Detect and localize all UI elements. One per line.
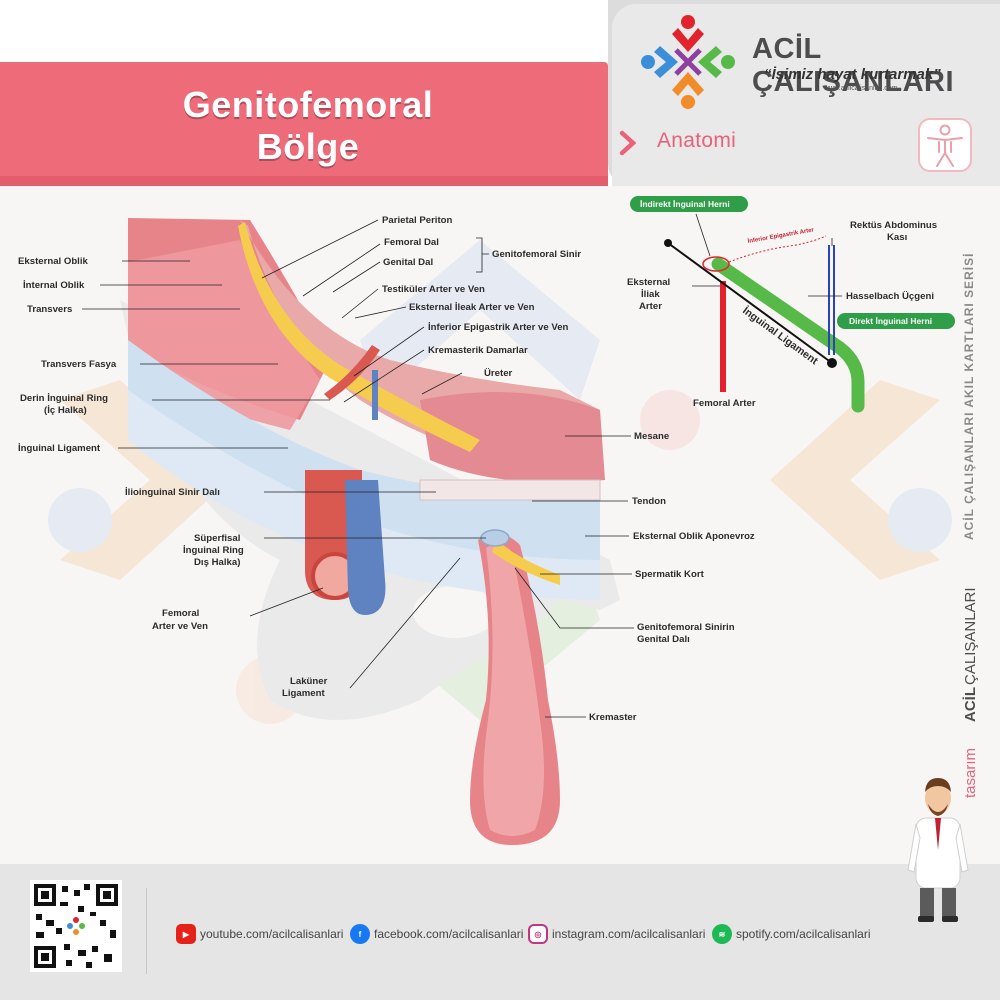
label-genitofemoral-genital-1: Genitofemoral Sinirin <box>637 622 735 633</box>
facebook-text: facebook.com/acilcalisanlari <box>374 927 524 941</box>
label-testikuler: Testiküler Arter ve Ven <box>382 284 485 295</box>
brand-url[interactable]: www.acilcalisanlari.com <box>824 85 898 92</box>
leader-lakuner <box>349 557 461 689</box>
inset-indirect-ring <box>702 256 730 272</box>
leader-femoral-dal <box>302 243 381 297</box>
facebook-icon: f <box>350 924 370 944</box>
inset-femoral-arter: Femoral Arter <box>693 398 756 409</box>
label-inferior-epigastrik: İnferior Epigastrik Arter ve Ven <box>428 322 569 333</box>
label-genital-dal: Genital Dal <box>383 257 433 268</box>
inset-leader-indirekt <box>695 213 711 257</box>
leader-testikuler <box>341 288 379 319</box>
label-femoral-2: Arter ve Ven <box>152 621 208 632</box>
leader-eksternal-ileak <box>354 306 407 319</box>
label-kremasterik: Kremasterik Damarlar <box>428 345 528 356</box>
inset-indirekt-badge <box>630 196 748 212</box>
label-femoral-dal: Femoral Dal <box>384 237 439 248</box>
tendon <box>419 479 601 501</box>
chevron-right-icon <box>619 130 637 156</box>
label-superfisal-2: İnguinal Ring <box>183 545 244 556</box>
youtube-icon: ▶ <box>176 924 196 944</box>
inset-rektus-2: Kası <box>887 232 907 243</box>
inferior-epigastric-artery <box>324 345 380 400</box>
instagram-link[interactable]: ◎ instagram.com/acilcalisanlari <box>528 924 705 944</box>
obturator-foramen <box>413 586 497 638</box>
label-eksternal-ileak: Eksternal İleak Arter ve Ven <box>409 302 535 313</box>
label-lakuner-2: Ligament <box>282 688 325 699</box>
brand-name: ACİL ÇALIŞANLARI <box>752 33 955 98</box>
leader-genital-dal <box>332 261 381 293</box>
bladder <box>420 392 605 483</box>
inset-inguinal-canal <box>711 257 865 413</box>
spotify-icon: ≋ <box>712 924 732 944</box>
footer-divider <box>146 888 147 974</box>
leader-kremasterik <box>343 349 425 403</box>
instagram-text: instagram.com/acilcalisanlari <box>552 927 706 941</box>
section-label: Anatomi <box>657 129 737 152</box>
title-band <box>0 62 608 186</box>
genitofemoral-bracket <box>476 237 489 273</box>
label-mesane: Mesane <box>634 431 669 442</box>
label-kremaster: Kremaster <box>589 712 637 723</box>
inset-eksternal-iliak-1: Eksternal <box>627 277 670 288</box>
femoral-vein <box>345 480 386 615</box>
inset-direkt-text: Direkt İnguinal Herni <box>849 316 932 326</box>
inset-eksternal-iliak-3: Arter <box>639 301 662 312</box>
leader-parietal-periton <box>261 219 379 279</box>
inset-ligament-end <box>827 358 837 368</box>
inset-hasselbach: Hasselbach Üçgeni <box>846 291 934 302</box>
anatomy-figure-icon <box>918 118 972 172</box>
title-line-2: Bölge <box>256 126 360 167</box>
label-parietal-periton: Parietal Periton <box>382 215 453 226</box>
label-spermatik-kort: Spermatik Kort <box>635 569 705 580</box>
label-eksternal-oblik: Eksternal Oblik <box>18 256 89 267</box>
brand-slogan: “İşimiz hayat kurtarmak” <box>764 66 941 83</box>
label-eksternal-oblik-aponevroz: Eksternal Oblik Aponevroz <box>633 531 755 542</box>
footer <box>0 864 1000 1000</box>
spotify-text: spotify.com/acilcalisanlari <box>736 927 871 941</box>
inset-direkt-badge <box>837 313 955 329</box>
title-line-1: Genitofemoral <box>182 84 434 125</box>
label-superfisal-3: Dış Halka) <box>194 557 240 568</box>
label-lakuner-1: Laküner <box>290 676 328 687</box>
inset-ligament-start <box>664 239 672 247</box>
label-superfisal-1: Süperfisal <box>194 533 240 544</box>
label-transvers-fasya: Transvers Fasya <box>41 359 117 370</box>
leader-genitofemoral-genital <box>514 567 634 629</box>
inset-ligament-line <box>667 242 833 364</box>
inset-eksternal-iliak-2: İliak <box>641 289 660 300</box>
spotify-link[interactable]: ≋ spotify.com/acilcalisanlari <box>712 924 871 944</box>
label-genitofemoral-genital-2: Genital Dalı <box>637 634 690 645</box>
facebook-link[interactable]: f facebook.com/acilcalisanlari <box>350 924 523 944</box>
label-derin-ring-2: (İç Halka) <box>44 405 87 416</box>
inset-indirekt-text: İndirekt İnguinal Herni <box>640 199 730 209</box>
youtube-link[interactable]: ▶ youtube.com/acilcalisanlari <box>176 924 343 944</box>
label-femoral-1: Femoral <box>162 608 199 619</box>
label-tendon: Tendon <box>632 496 666 507</box>
label-ureter: Üreter <box>484 368 513 379</box>
cremaster-inner <box>483 543 544 836</box>
label-inguinal-ligament: İnguinal Ligament <box>18 443 101 454</box>
leader-inferior-epigastrik <box>353 326 425 377</box>
inset-rektus-1: Rektüs Abdominus <box>850 220 937 231</box>
label-derin-ring-1: Derin İnguinal Ring <box>20 393 108 404</box>
youtube-text: youtube.com/acilcalisanlari <box>200 927 344 941</box>
leader-femoral <box>249 587 324 617</box>
brand-logo <box>641 15 735 109</box>
label-internal-oblik: İnternal Oblik <box>23 280 85 291</box>
label-ilioinguinal: İlioinguinal Sinir Dalı <box>125 487 220 498</box>
leader-ureter <box>421 372 463 395</box>
qr-code[interactable] <box>30 880 122 972</box>
genitofemoral-nerve-band <box>238 222 480 452</box>
instagram-icon: ◎ <box>528 924 548 944</box>
aponeurosis-sheet <box>128 340 600 560</box>
label-transvers: Transvers <box>27 304 72 315</box>
label-genitofemoral-sinir: Genitofemoral Sinir <box>492 249 581 260</box>
